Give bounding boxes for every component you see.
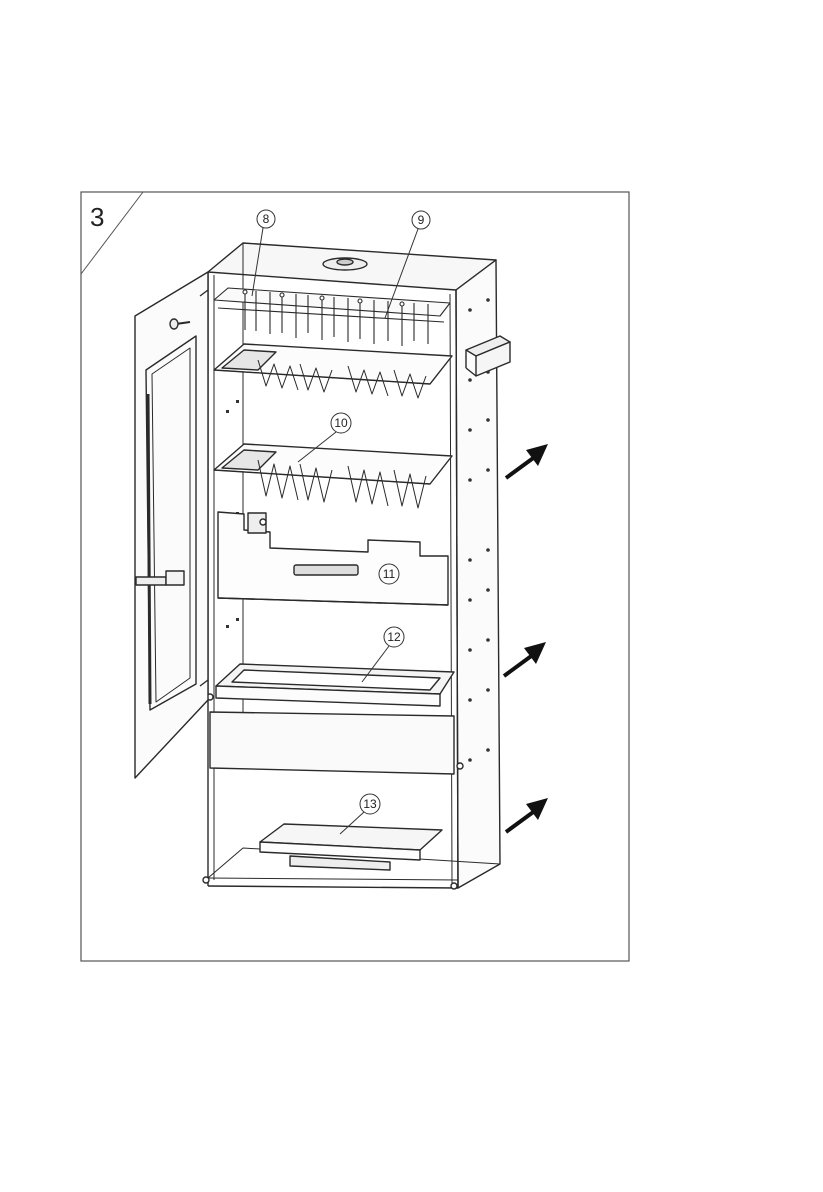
open-door [135,272,208,778]
svg-text:10: 10 [334,416,348,430]
svg-text:9: 9 [418,213,425,227]
middle-panel [210,712,454,774]
arrow-icon [506,798,548,832]
grill-rack-lower [214,444,452,508]
drip-tray [216,664,454,706]
wood-chip-box [218,512,448,605]
svg-text:12: 12 [387,630,401,644]
front-frame-bottom [208,886,458,888]
bottom-tray [260,824,442,870]
callout-11: 11 [379,564,399,584]
smoker-cabinet [135,243,510,889]
step-number: 3 [90,202,104,232]
svg-text:11: 11 [383,567,396,581]
svg-text:8: 8 [263,212,270,226]
svg-text:13: 13 [363,797,377,811]
arrow-icon [504,642,546,676]
grill-rack-upper [214,344,452,398]
sausage-hanger-rack [214,288,450,346]
airflow-arrows [504,444,548,832]
arrow-icon [506,444,548,478]
